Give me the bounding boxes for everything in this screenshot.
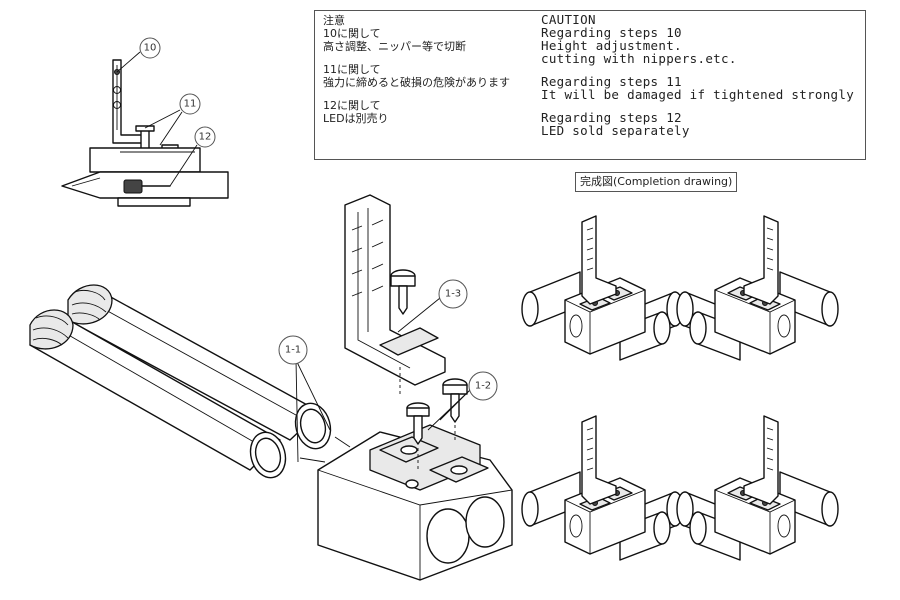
en-line: Regarding steps 11 xyxy=(541,74,682,89)
svg-text:1-2: 1-2 xyxy=(475,381,491,392)
svg-text:11: 11 xyxy=(184,99,197,110)
completion-drawing-label: 完成図(Completion drawing) xyxy=(575,172,738,192)
callout-1-3: 1-3 xyxy=(397,279,468,333)
jp-line: 強力に締めると破損の危険があります xyxy=(323,76,510,89)
caution-note-box: 注意 10に関して 高さ調整、ニッパー等で切断 11に関して 強力に締めると破損… xyxy=(314,10,866,160)
en-line: Regarding steps 10 xyxy=(541,25,682,40)
en-line: Height adjustment. xyxy=(541,38,682,53)
assembly-arrows xyxy=(299,367,456,470)
en-line: cutting with nippers.etc. xyxy=(541,51,737,66)
callout-1-2: 1-2 xyxy=(427,371,498,431)
callout-10: 10 xyxy=(116,37,161,73)
svg-text:1-1: 1-1 xyxy=(285,345,301,356)
jp-line: 高さ調整、ニッパー等で切断 xyxy=(323,40,466,53)
caution-english-column: CAUTION Regarding steps 10 Height adjust… xyxy=(541,13,863,137)
en-line: Regarding steps 12 xyxy=(541,110,682,125)
completion-drawing-3 xyxy=(521,415,684,561)
completion-drawing-1 xyxy=(521,215,684,361)
svg-text:1-3: 1-3 xyxy=(445,289,461,300)
callout-12: 12 xyxy=(169,126,216,187)
bracket-part-1-3 xyxy=(344,194,446,386)
svg-text:10: 10 xyxy=(144,43,157,54)
jp-line: 10に関して xyxy=(323,27,381,40)
callout-11: 11 xyxy=(144,93,201,146)
side-view-drawing xyxy=(61,59,229,207)
svg-text:12: 12 xyxy=(199,132,212,143)
pipe-parts-1-1 xyxy=(29,284,332,479)
jp-line: 11に関して xyxy=(323,63,381,76)
screw-parts-1-2 xyxy=(390,269,468,445)
callout-1-1: 1-1 xyxy=(278,335,331,463)
caution-japanese-column: 注意 10に関して 高さ調整、ニッパー等で切断 11に関して 強力に締めると破損… xyxy=(323,14,533,125)
jp-line: 12に関して xyxy=(323,99,381,112)
jp-line: LEDは別売り xyxy=(323,112,389,125)
en-line: CAUTION xyxy=(541,12,596,27)
en-line: It will be damaged if tightened strongly xyxy=(541,87,855,102)
completion-drawing-2 xyxy=(676,215,839,361)
en-line: LED sold separately xyxy=(541,123,690,138)
main-housing-part xyxy=(317,424,513,581)
completion-drawing-4 xyxy=(676,415,839,561)
jp-line: 注意 xyxy=(323,14,345,27)
